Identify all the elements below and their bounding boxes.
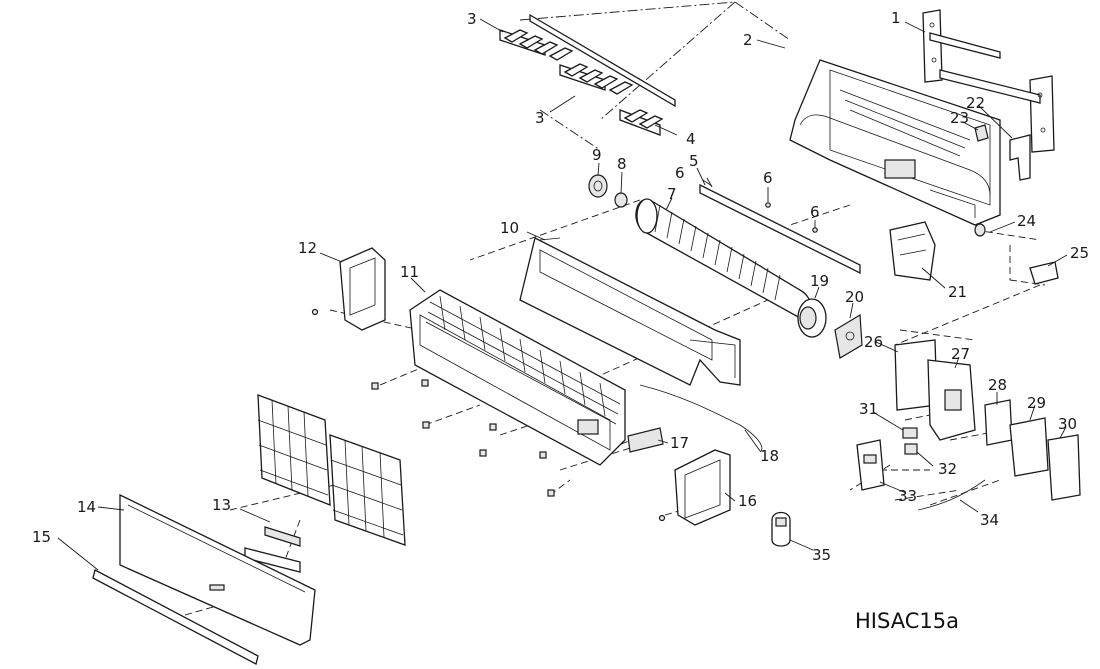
callout-5: 5	[689, 152, 699, 170]
side-cover-left	[311, 247, 386, 331]
wall-mounting-plate	[922, 9, 1055, 153]
sensor-cable	[639, 384, 763, 453]
callout-6-c: 6	[810, 203, 820, 221]
callout-19: 19	[810, 272, 829, 290]
callout-6-a: 6	[675, 164, 685, 182]
terminal-block	[902, 427, 918, 439]
air-filter-right	[329, 434, 406, 546]
vertical-louvers	[499, 13, 676, 136]
control-pcb	[1009, 417, 1049, 477]
callout-10: 10	[500, 219, 519, 237]
callout-14: 14	[77, 498, 96, 516]
motor-clamp	[889, 221, 936, 281]
small-clip	[974, 124, 989, 142]
display-pcb	[856, 439, 885, 491]
power-cord	[917, 479, 986, 511]
temperature-sensor	[627, 427, 664, 453]
electrical-box	[927, 359, 976, 441]
callout-15: 15	[32, 528, 51, 546]
callout-2: 2	[743, 31, 753, 49]
callout-22: 22	[966, 94, 985, 112]
callout-34: 34	[980, 511, 999, 529]
callout-32: 32	[938, 460, 957, 478]
callout-6-b: 6	[763, 169, 773, 187]
callout-1: 1	[891, 9, 901, 27]
callout-27: 27	[951, 345, 970, 363]
display-board	[244, 526, 301, 573]
callout-24: 24	[1017, 212, 1036, 230]
leader-lines	[57, 18, 1068, 571]
front-panel	[119, 493, 316, 646]
callout-16: 16	[738, 492, 757, 510]
callout-35: 35	[812, 546, 831, 564]
front-frame	[409, 289, 626, 466]
cross-flow-fan	[635, 198, 812, 319]
fan-motor	[797, 298, 827, 338]
side-cover-right	[658, 449, 731, 526]
panel-strip	[92, 569, 259, 665]
callout-4: 4	[686, 130, 696, 148]
callout-3-bottom: 3	[535, 109, 545, 127]
callout-12: 12	[298, 239, 317, 257]
relay-part	[904, 443, 918, 455]
callout-20: 20	[845, 288, 864, 306]
control-cover	[984, 399, 1013, 446]
callout-18: 18	[760, 447, 779, 465]
callout-23: 23	[950, 109, 969, 127]
pcb-shield	[1047, 434, 1081, 501]
hinge-connector	[1029, 261, 1059, 285]
callout-9: 9	[592, 146, 602, 164]
callout-3-top: 3	[467, 10, 477, 28]
air-filter-left	[257, 394, 331, 506]
callout-29: 29	[1027, 394, 1046, 412]
callout-13: 13	[212, 496, 231, 514]
callout-26: 26	[864, 333, 883, 351]
callout-30: 30	[1058, 415, 1077, 433]
rear-housing	[789, 59, 1001, 226]
callout-11: 11	[400, 263, 419, 281]
callout-33: 33	[898, 487, 917, 505]
screws	[371, 379, 555, 497]
side-bracket	[1009, 134, 1031, 181]
callout-labels: 1 2 3 3 4 5 6 6 6 7 8 9 10 11 12 13 14 1…	[32, 9, 1089, 564]
remote-control	[771, 511, 791, 547]
louver-link-bar	[699, 179, 861, 275]
evaporator	[519, 237, 741, 386]
callout-8: 8	[617, 155, 627, 173]
callout-21: 21	[948, 283, 967, 301]
drain-fitting	[974, 223, 986, 237]
model-code: HISAC15a	[855, 609, 959, 633]
motor-holder	[834, 313, 863, 359]
callout-31: 31	[859, 400, 878, 418]
callout-25: 25	[1070, 244, 1089, 262]
callout-17: 17	[670, 434, 689, 452]
callout-7: 7	[667, 185, 677, 203]
callout-28: 28	[988, 376, 1007, 394]
